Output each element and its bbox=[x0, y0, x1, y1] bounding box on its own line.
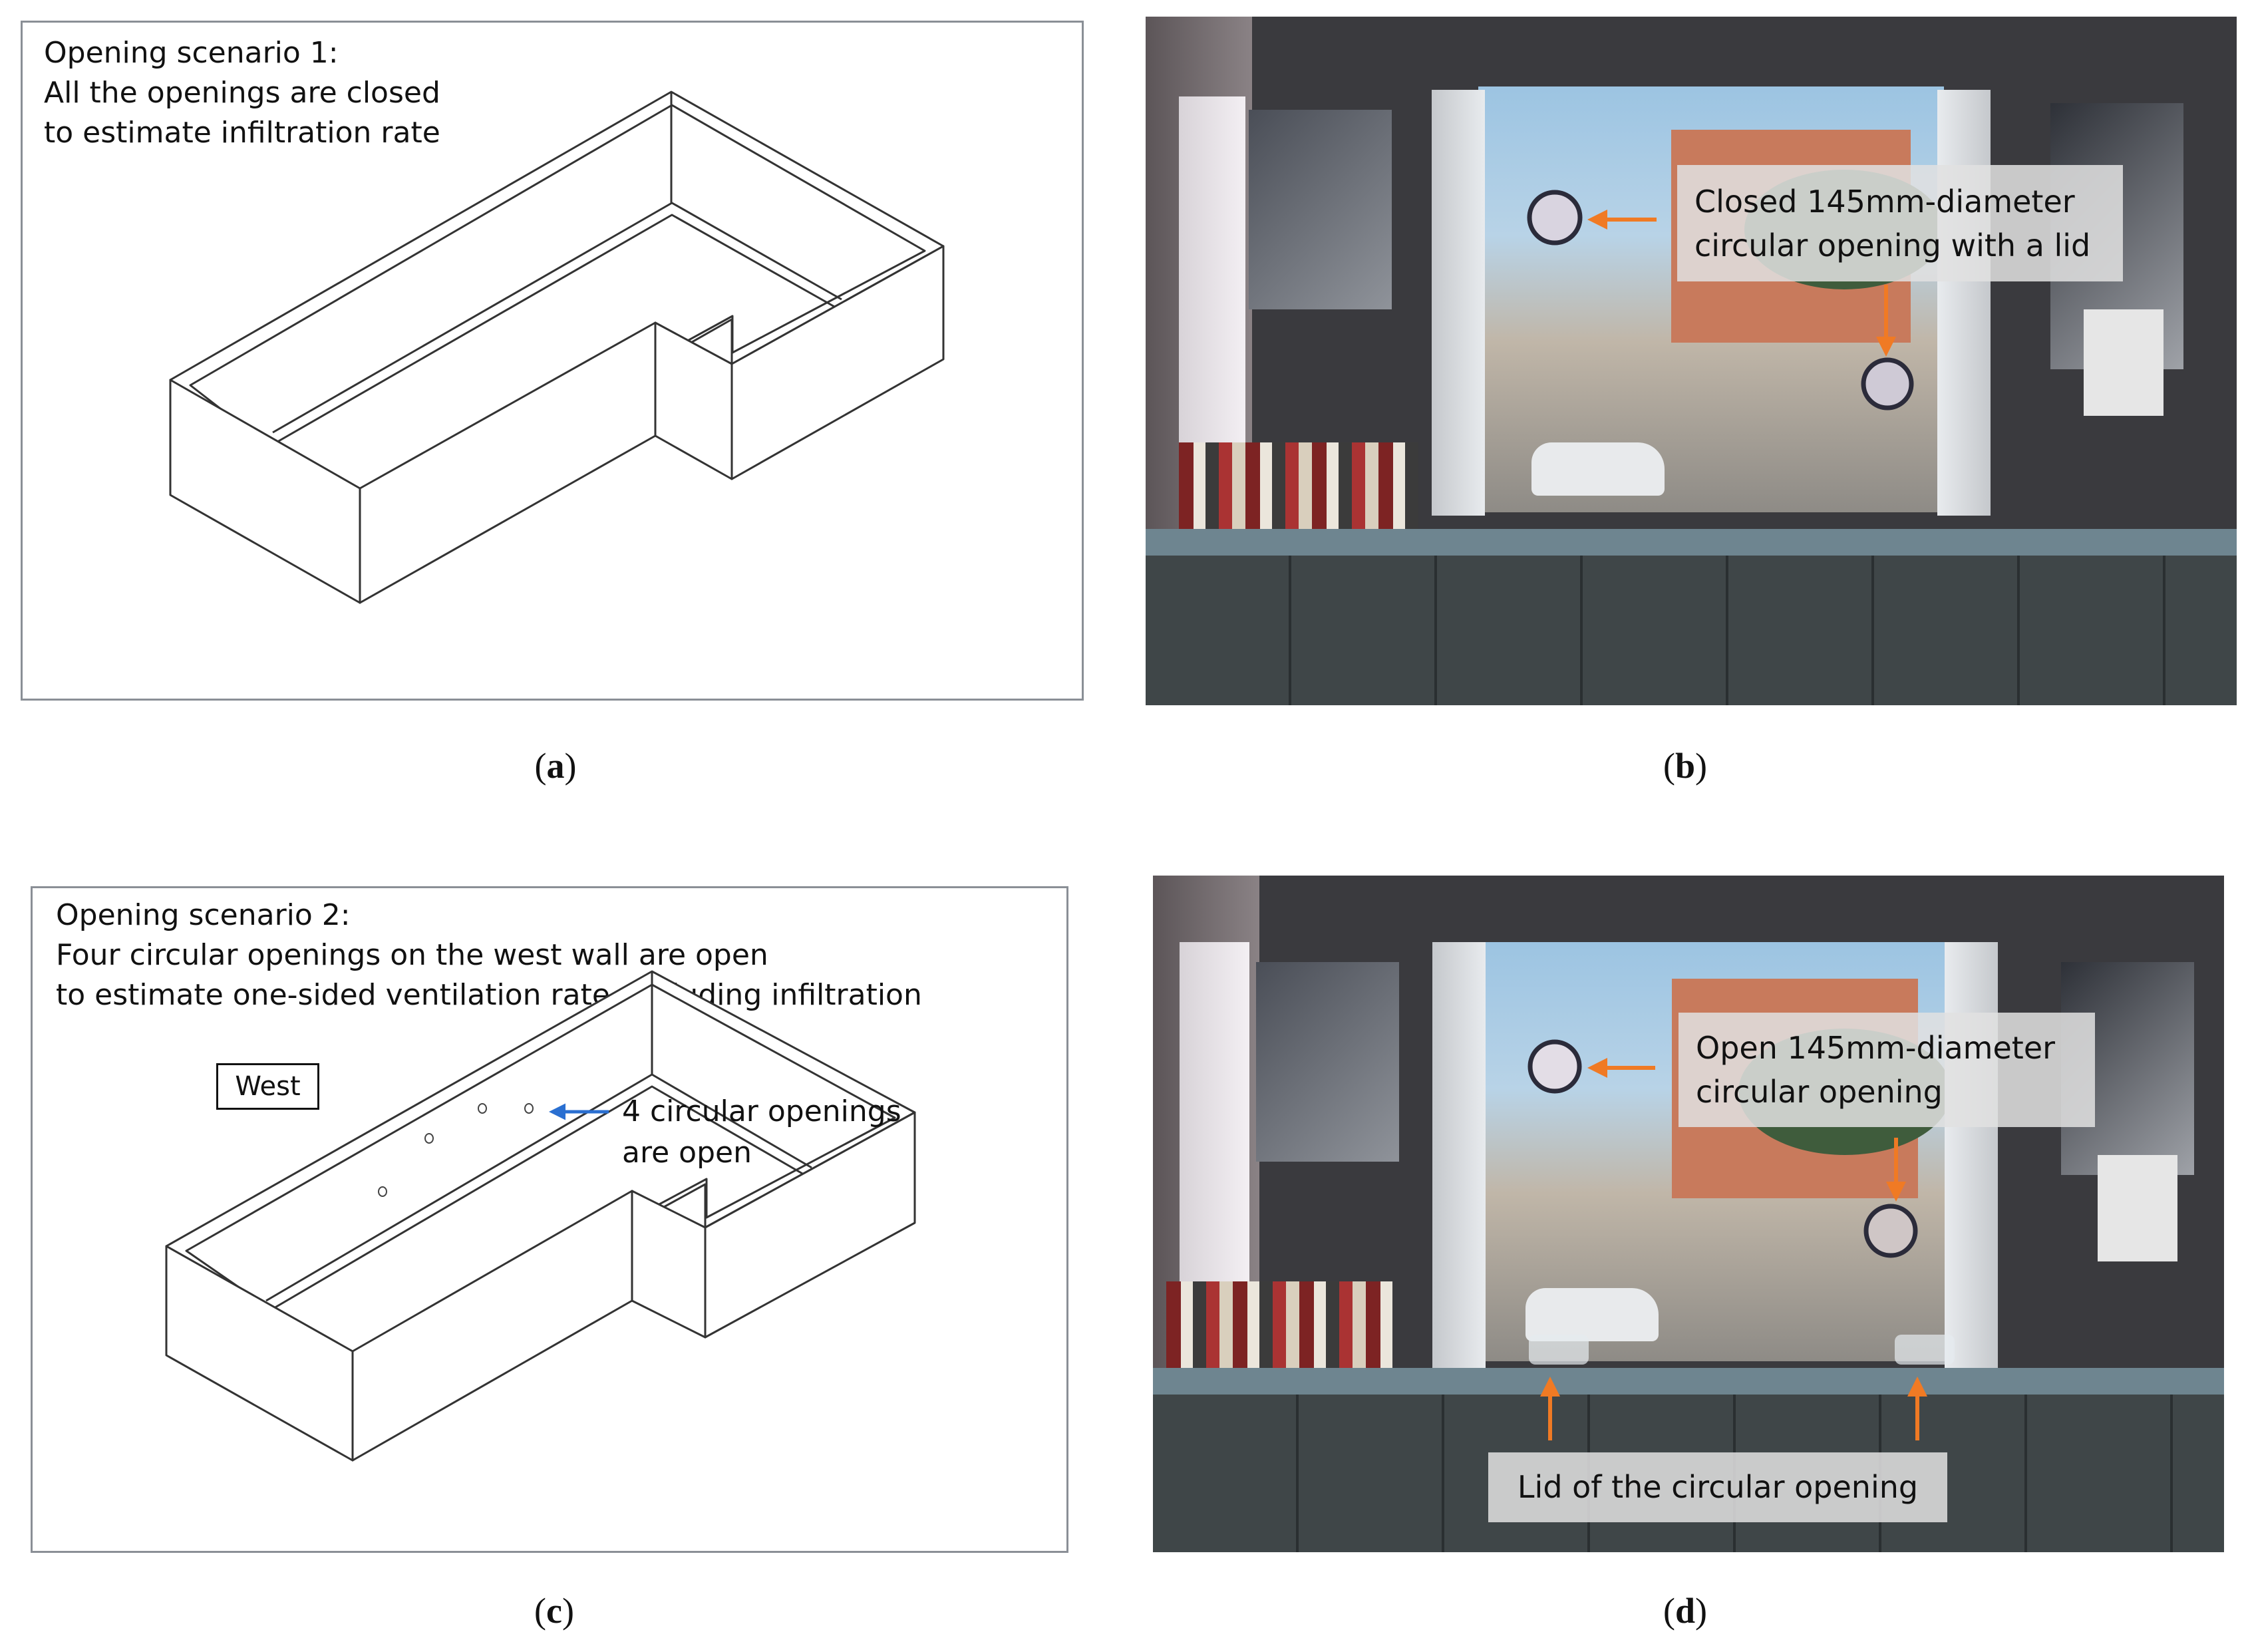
panel-c-openings-label-2: are open bbox=[622, 1136, 752, 1170]
panel-c-line-1: Four circular openings on the west wall … bbox=[56, 938, 768, 972]
panel-d-counter bbox=[1153, 1368, 2224, 1395]
panel-d-poster-left bbox=[1256, 962, 1399, 1162]
panel-b-car bbox=[1531, 442, 1665, 496]
panel-c-opening-2 bbox=[424, 1133, 434, 1144]
caption-c: (c) bbox=[534, 1591, 574, 1631]
panel-d-callout: Open 145mm-diameter circular opening bbox=[1679, 1013, 2095, 1127]
panel-a-line-2: to estimate infiltration rate bbox=[44, 116, 440, 150]
panel-d-books bbox=[1166, 1281, 1392, 1381]
panel-d-opening-circle-1 bbox=[1527, 1039, 1582, 1094]
panel-b-books bbox=[1179, 442, 1418, 542]
panel-b-callout-line-1: Closed 145mm-diameter bbox=[1694, 184, 2075, 220]
panel-c-opening-3 bbox=[478, 1103, 487, 1114]
panel-c-line-2: to estimate one-sided ventilation rate, … bbox=[56, 978, 922, 1012]
panel-c-opening-4 bbox=[524, 1103, 534, 1114]
panel-d-curtain-left bbox=[1432, 942, 1486, 1368]
panel-c-openings-label-1: 4 circular openings bbox=[622, 1094, 901, 1128]
panel-b-poster-left bbox=[1249, 110, 1392, 309]
panel-d-callout-line-2: circular opening bbox=[1696, 1074, 1943, 1110]
panel-c-title: Opening scenario 2: bbox=[56, 898, 351, 932]
panel-b-callout: Closed 145mm-diameter circular opening w… bbox=[1677, 165, 2123, 281]
caption-d: (d) bbox=[1663, 1591, 1707, 1631]
caption-b: (b) bbox=[1663, 746, 1707, 786]
panel-d-lid-2 bbox=[1895, 1335, 1955, 1365]
panel-b-curtain-left bbox=[1432, 90, 1485, 516]
panel-b-counter bbox=[1146, 529, 2237, 556]
panel-d-callout-line-1: Open 145mm-diameter bbox=[1696, 1030, 2056, 1066]
panel-b-curtain-right bbox=[1937, 90, 1991, 516]
panel-b-cabinets bbox=[1146, 556, 2237, 705]
panel-b-callout-line-2: circular opening with a lid bbox=[1694, 228, 2091, 263]
caption-a: (a) bbox=[534, 746, 577, 786]
panel-d-sheet bbox=[2098, 1155, 2177, 1261]
panel-d-lid-label: Lid of the circular opening bbox=[1488, 1452, 1947, 1522]
panel-b-opening-circle-1 bbox=[1527, 190, 1583, 246]
panel-c-west-label: West bbox=[216, 1063, 319, 1110]
panel-b-opening-circle-2 bbox=[1861, 357, 1914, 411]
panel-b-sheet bbox=[2084, 309, 2164, 416]
panel-d-car bbox=[1525, 1288, 1659, 1341]
panel-d-lid-1 bbox=[1529, 1335, 1589, 1365]
panel-d-opening-circle-2 bbox=[1863, 1204, 1918, 1258]
panel-c-opening-1 bbox=[378, 1186, 387, 1197]
panel-a-title: Opening scenario 1: bbox=[44, 36, 339, 70]
panel-a-line-1: All the openings are closed bbox=[44, 76, 440, 110]
